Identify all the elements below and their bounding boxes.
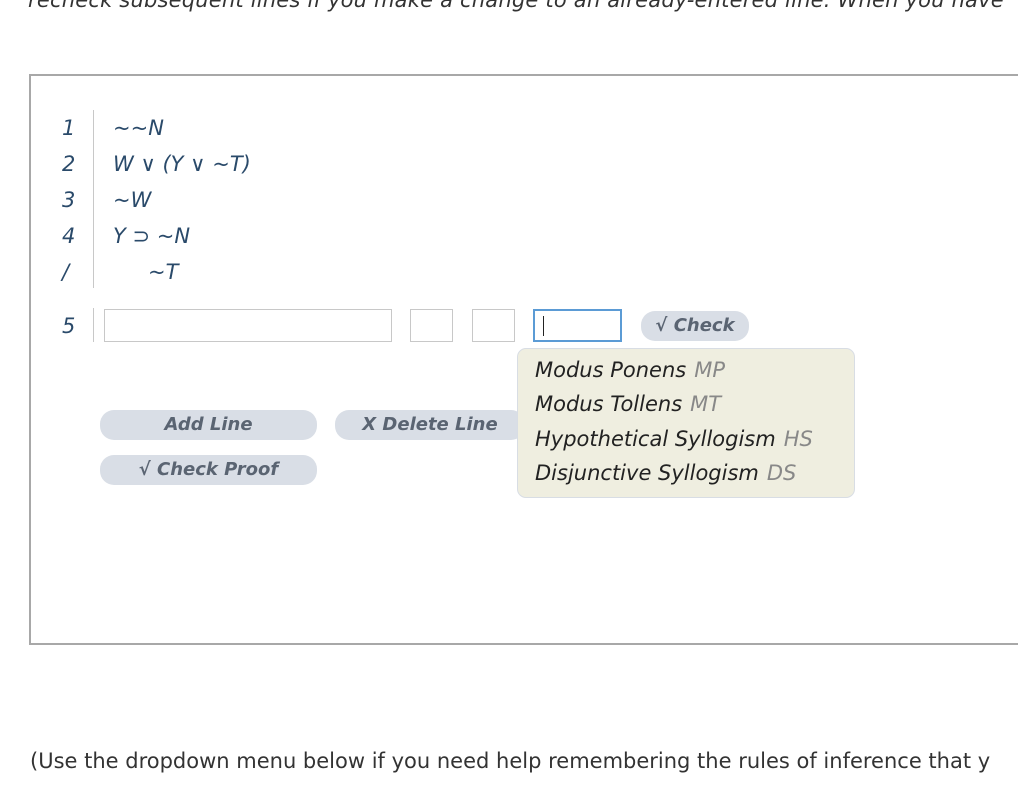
- dropdown-item-disjunctive-syllogism[interactable]: Disjunctive Syllogism DS: [535, 461, 796, 485]
- line-ref-input-2[interactable]: [472, 309, 515, 342]
- conclusion-formula: ~T: [148, 260, 179, 284]
- dropdown-item-name: Disjunctive Syllogism: [535, 461, 759, 485]
- check-line-button[interactable]: √ Check: [641, 311, 749, 341]
- conclusion-marker: /: [62, 260, 70, 284]
- dropdown-item-abbr: HS: [783, 427, 813, 451]
- dropdown-item-abbr: MT: [690, 392, 722, 416]
- add-line-button[interactable]: Add Line: [100, 410, 317, 440]
- dropdown-item-modus-ponens[interactable]: Modus Ponens MP: [535, 358, 725, 382]
- rule-input[interactable]: [533, 309, 622, 342]
- delete-line-button[interactable]: X Delete Line: [335, 410, 525, 440]
- dropdown-item-abbr: DS: [766, 461, 797, 485]
- line-number-1: 1: [62, 116, 76, 140]
- premise-formula-1: ~~N: [113, 116, 164, 140]
- dropdown-item-modus-tollens[interactable]: Modus Tollens MT: [535, 392, 721, 416]
- line-number-2: 2: [62, 152, 76, 176]
- formula-input[interactable]: [104, 309, 392, 342]
- instructions-text-bottom: (Use the dropdown menu below if you need…: [30, 749, 991, 773]
- dropdown-item-abbr: MP: [694, 358, 726, 382]
- premise-formula-2: W ∨ (Y ∨ ~T): [113, 152, 251, 176]
- dropdown-item-name: Modus Tollens: [535, 392, 683, 416]
- entry-scope-bar: [93, 308, 94, 342]
- premise-formula-3: ~W: [113, 188, 152, 212]
- line-number-3: 3: [62, 188, 76, 212]
- rule-suggestions-dropdown: Modus Ponens MP Modus Tollens MT Hypotheti…: [517, 348, 855, 498]
- check-proof-button[interactable]: √ Check Proof: [100, 455, 317, 485]
- line-number-5: 5: [62, 314, 76, 338]
- line-ref-input-1[interactable]: [410, 309, 453, 342]
- line-number-4: 4: [62, 224, 76, 248]
- instructions-text-top: recheck subsequent lines if you make a c…: [28, 0, 1004, 12]
- dropdown-item-hypothetical-syllogism[interactable]: Hypothetical Syllogism HS: [535, 427, 813, 451]
- dropdown-item-name: Hypothetical Syllogism: [535, 427, 776, 451]
- dropdown-item-name: Modus Ponens: [535, 358, 687, 382]
- premise-formula-4: Y ⊃ ~N: [113, 224, 191, 248]
- text-cursor: [543, 316, 544, 336]
- proof-scope-bar: [93, 110, 94, 288]
